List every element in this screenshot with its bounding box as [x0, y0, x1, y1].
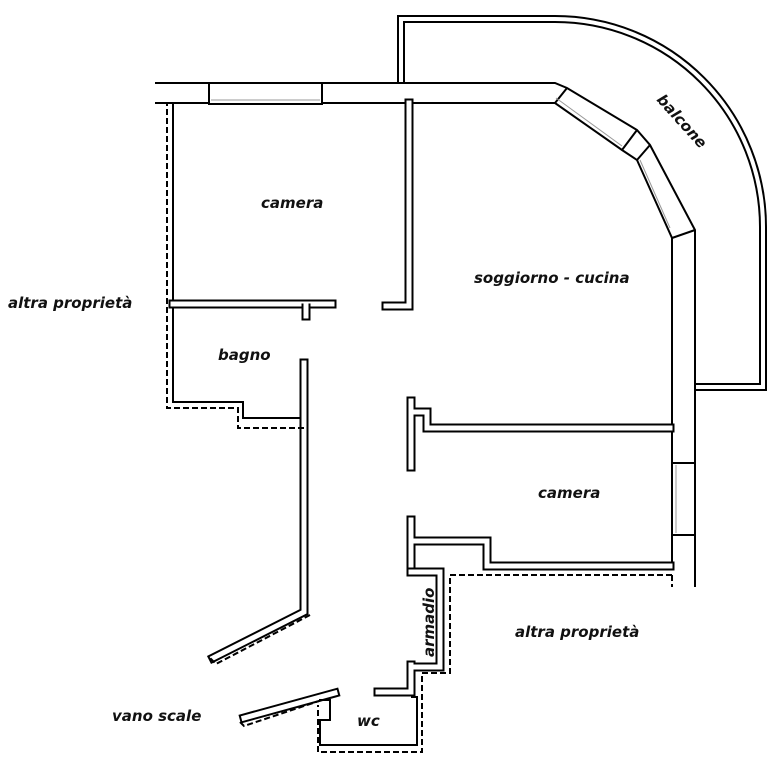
label-altra-proprieta-left: altra proprietà: [8, 294, 132, 312]
room-label-camera-right: camera: [538, 484, 600, 502]
room-label-armadio: armadio: [420, 588, 438, 657]
room-label-balcone: balcone: [653, 91, 711, 152]
interior-walls: [168, 98, 675, 724]
room-label-bagno: bagno: [218, 346, 271, 364]
exterior-wall: [155, 82, 696, 587]
room-label-wc: wc: [357, 712, 380, 730]
window-camera-top: [208, 82, 323, 105]
window-soggiorno-2: [639, 159, 671, 229]
window-soggiorno-1: [555, 97, 623, 147]
window-camera-right: [671, 462, 696, 536]
balcony-railing: [397, 15, 767, 391]
property-boundary: [155, 102, 673, 753]
room-outlines: [172, 103, 418, 746]
label-vano-scale: vano scale: [112, 707, 201, 725]
room-label-soggiorno-cucina: soggiorno - cucina: [474, 269, 630, 287]
label-altra-proprieta-right: altra proprietà: [515, 623, 639, 641]
room-label-camera-top: camera: [261, 194, 323, 212]
